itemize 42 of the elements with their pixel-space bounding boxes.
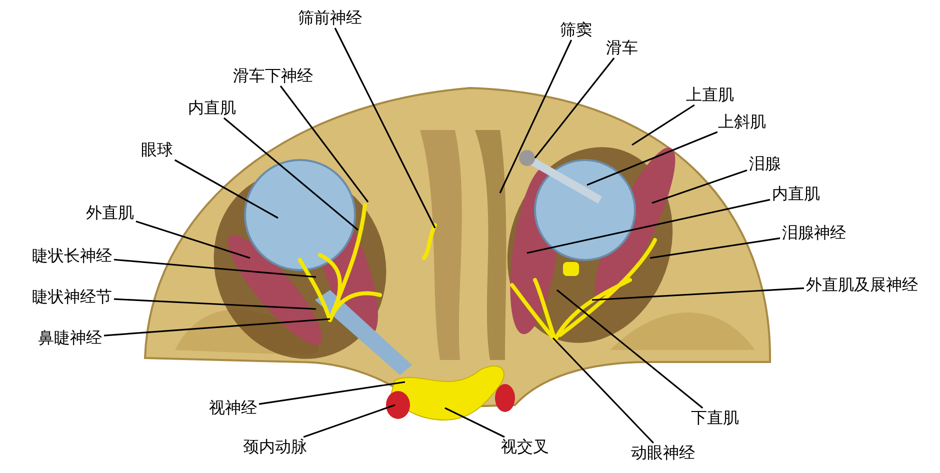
part-label: 内直肌 [772, 186, 820, 202]
leader-line [652, 169, 748, 204]
part-label: 内直肌 [188, 100, 236, 116]
leader-line [586, 131, 718, 186]
leader-line [444, 407, 505, 438]
leader-line [552, 337, 654, 444]
part-label: 滑车 [606, 40, 638, 56]
part-label: 眼球 [141, 142, 173, 158]
leader-line [280, 86, 369, 202]
part-label: 外直肌 [86, 205, 134, 221]
leader-line [258, 381, 406, 405]
part-label: 睫状长神经 [32, 248, 112, 264]
part-label: 上直肌 [686, 87, 734, 103]
part-label: 颈内动脉 [243, 439, 307, 455]
leader-line [174, 159, 278, 219]
leader-line [534, 58, 615, 158]
part-label: 筛窦 [560, 22, 592, 38]
part-label: 下直肌 [691, 410, 739, 426]
leader-line [632, 104, 695, 146]
leader-line [136, 220, 250, 259]
part-label: 泪腺神经 [782, 225, 846, 241]
leader-line [334, 28, 436, 228]
leader-line [592, 287, 804, 301]
part-label: 筛前神经 [298, 10, 362, 26]
part-label: 睫状神经节 [32, 289, 112, 305]
part-label: 动眼神经 [631, 445, 695, 461]
leader-line [104, 318, 330, 336]
part-label: 鼻睫神经 [38, 330, 102, 346]
part-label: 滑车下神经 [233, 68, 313, 84]
leader-line [556, 289, 704, 409]
leader-line [499, 40, 572, 194]
leader-line [114, 298, 316, 310]
leader-line [223, 117, 359, 231]
leader-line [650, 237, 780, 259]
leader-line [526, 198, 770, 254]
part-label: 上斜肌 [718, 114, 766, 130]
part-label: 外直肌及展神经 [806, 277, 918, 293]
part-label: 视交叉 [501, 439, 549, 455]
leader-line [114, 258, 316, 278]
part-label: 视神经 [209, 400, 257, 416]
leader-line [303, 404, 396, 438]
part-label: 泪腺 [749, 156, 781, 172]
